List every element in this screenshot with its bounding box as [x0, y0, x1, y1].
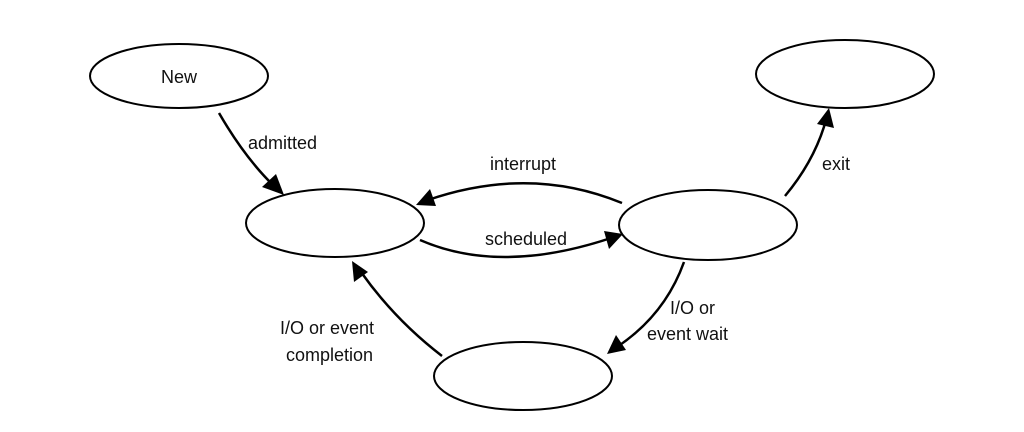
- edge-scheduled: scheduled: [419, 229, 623, 259]
- edge-interrupt-label: interrupt: [490, 154, 556, 174]
- edge-io-event-wait: I/O or event wait: [607, 261, 728, 354]
- edge-io-event-wait-line: [616, 261, 686, 349]
- state-new: New: [89, 43, 269, 109]
- edge-io-event-completion-arrowhead: [352, 261, 368, 282]
- state-new-shape: [89, 43, 269, 109]
- edge-io-event-wait-label-line2: event wait: [647, 324, 728, 344]
- edge-io-event-completion-label-line2: completion: [286, 345, 373, 365]
- edge-admitted-line: [217, 112, 275, 187]
- edge-admitted-arrowhead: [262, 174, 284, 195]
- edge-admitted: admitted: [217, 112, 317, 195]
- edge-interrupt-arrowhead: [416, 189, 436, 206]
- edge-io-event-completion-label-line1: I/O or event: [280, 318, 374, 338]
- edge-interrupt-line: [427, 181, 623, 205]
- edge-admitted-label: admitted: [248, 133, 317, 153]
- state-ready-shape: [245, 188, 425, 258]
- edge-exit: exit: [784, 108, 850, 197]
- edge-exit-line: [784, 119, 828, 197]
- state-running-shape: [618, 189, 798, 261]
- edge-io-event-wait-arrowhead: [607, 335, 626, 354]
- edge-io-event-wait-label-line1: I/O or: [670, 298, 715, 318]
- state-waiting: [433, 341, 613, 411]
- state-terminated-shape: [755, 39, 935, 109]
- state-running: [618, 189, 798, 261]
- edge-exit-label: exit: [822, 154, 850, 174]
- state-waiting-shape: [433, 341, 613, 411]
- state-terminated: [755, 39, 935, 109]
- edge-io-event-completion-line: [359, 271, 443, 357]
- edge-scheduled-label: scheduled: [485, 229, 567, 249]
- edge-scheduled-line: [419, 236, 612, 259]
- edge-scheduled-arrowhead: [604, 231, 623, 249]
- state-new-label: New: [161, 67, 198, 87]
- edge-io-event-completion: I/O or event completion: [280, 261, 443, 365]
- edge-interrupt: interrupt: [416, 154, 623, 206]
- state-ready: [245, 188, 425, 258]
- edge-exit-arrowhead: [817, 108, 834, 128]
